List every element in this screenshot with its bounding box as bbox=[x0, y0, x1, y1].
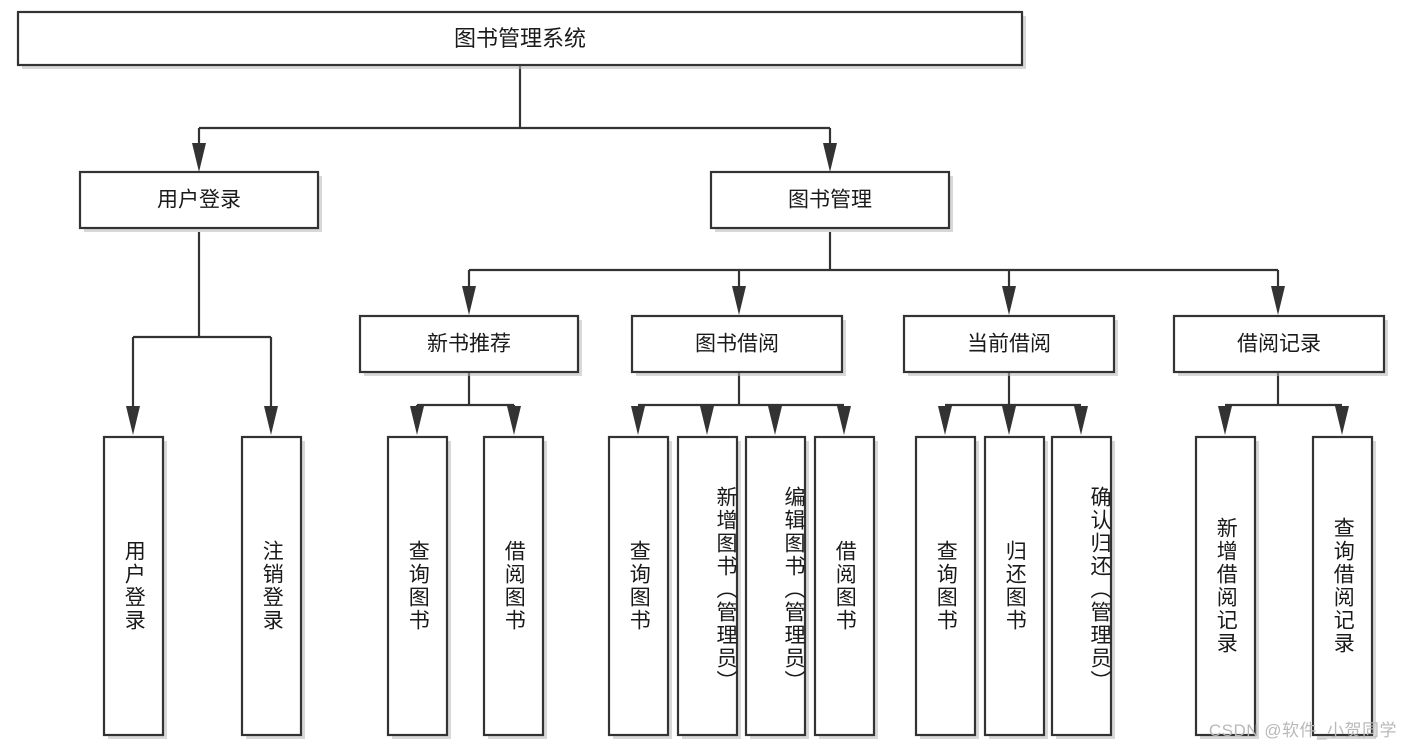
leaf-label-user-logout: 注销登录 bbox=[260, 540, 284, 632]
node-root[interactable]: 图书管理系统 bbox=[16, 10, 1026, 69]
leaf-current-query-1[interactable] bbox=[914, 435, 979, 739]
node-book-manage-box[interactable] bbox=[709, 170, 951, 230]
leaf-user-login-1-box[interactable] bbox=[102, 435, 165, 737]
arrowhead-newrec-leaf-2 bbox=[507, 406, 521, 435]
arrowhead-borrow-leaf-2 bbox=[700, 406, 714, 435]
connector-group-book-borrow bbox=[631, 372, 851, 435]
leaf-current-return-2-box[interactable] bbox=[983, 435, 1046, 737]
node-new-book-rec-label: 新书推荐 bbox=[427, 333, 511, 356]
leaf-record-query-2-box[interactable] bbox=[1311, 435, 1374, 737]
leaf-current-confirm-3[interactable] bbox=[1050, 435, 1115, 739]
leaf-label-borrow-edit-book-admin: 编辑图书（管理员） bbox=[782, 485, 805, 693]
node-borrow-record-box[interactable] bbox=[1172, 314, 1386, 374]
node-new-book-rec[interactable]: 新书推荐 bbox=[358, 314, 582, 376]
node-book-borrow-label: 图书借阅 bbox=[695, 333, 779, 356]
arrowhead-user-leaf-1 bbox=[126, 406, 140, 435]
arrowhead-user-leaf-2 bbox=[264, 406, 278, 435]
node-root-label: 图书管理系统 bbox=[454, 26, 586, 51]
node-book-manage[interactable]: 图书管理 bbox=[709, 170, 953, 232]
leaf-label-record-add: 新增借阅记录 bbox=[1214, 517, 1238, 655]
connector-group-current-borrow bbox=[938, 372, 1088, 435]
arrowhead-borrow-leaf-1 bbox=[631, 406, 645, 435]
connector-group-root bbox=[192, 65, 837, 172]
arrowhead-to-current-borrow bbox=[1002, 286, 1016, 315]
leaf-user-logout-2-box[interactable] bbox=[240, 435, 303, 737]
node-current-borrow[interactable]: 当前借阅 bbox=[902, 314, 1118, 376]
leaf-borrow-add-2-box[interactable] bbox=[676, 435, 739, 737]
leaf-label-newrec-borrow-book: 借阅图书 bbox=[502, 540, 526, 632]
arrowhead-record-leaf-2 bbox=[1335, 406, 1349, 435]
leaf-label-user-login: 用户登录 bbox=[122, 540, 146, 632]
arrowhead-current-leaf-1 bbox=[938, 406, 952, 435]
leaf-record-query-2[interactable] bbox=[1311, 435, 1376, 739]
arrowhead-borrow-leaf-3 bbox=[768, 406, 782, 435]
arrowhead-to-borrow-record bbox=[1271, 286, 1285, 315]
arrowhead-borrow-leaf-4 bbox=[837, 406, 851, 435]
node-user-login-label: 用户登录 bbox=[157, 189, 241, 212]
node-borrow-record[interactable]: 借阅记录 bbox=[1172, 314, 1388, 376]
arrowhead-to-book-borrow bbox=[732, 286, 746, 315]
leaf-user-login-1[interactable] bbox=[102, 435, 167, 739]
leaf-borrow-query-1[interactable] bbox=[607, 435, 672, 739]
connector-group-borrow-record bbox=[1218, 372, 1349, 435]
leaf-current-query-1-box[interactable] bbox=[914, 435, 977, 737]
arrowhead-current-leaf-2 bbox=[1002, 406, 1016, 435]
leaf-current-return-2[interactable] bbox=[983, 435, 1048, 739]
node-root-box[interactable] bbox=[16, 10, 1024, 67]
node-borrow-record-label: 借阅记录 bbox=[1237, 333, 1321, 356]
leaf-user-logout-2[interactable] bbox=[240, 435, 305, 739]
leaf-newrec-query-1-box[interactable] bbox=[386, 435, 449, 737]
leaf-newrec-borrow-2-box[interactable] bbox=[482, 435, 545, 737]
node-book-borrow[interactable]: 图书借阅 bbox=[630, 314, 846, 376]
leaf-newrec-borrow-2[interactable] bbox=[482, 435, 547, 739]
node-book-borrow-box[interactable] bbox=[630, 314, 844, 374]
leaf-borrow-edit-3[interactable] bbox=[744, 435, 809, 739]
arrowhead-newrec-leaf-1 bbox=[410, 406, 424, 435]
arrowhead-to-new-book-rec bbox=[462, 286, 476, 315]
leaf-record-add-1-box[interactable] bbox=[1194, 435, 1257, 737]
watermark-text: CSDN @软件_小贺同学 bbox=[1208, 721, 1397, 740]
leaf-borrow-lend-4[interactable] bbox=[813, 435, 878, 739]
node-new-book-rec-box[interactable] bbox=[358, 314, 580, 374]
leaf-newrec-query-1[interactable] bbox=[386, 435, 451, 739]
leaf-borrow-query-1-box[interactable] bbox=[607, 435, 670, 737]
leaf-borrow-add-2[interactable] bbox=[676, 435, 741, 739]
node-user-login[interactable]: 用户登录 bbox=[78, 170, 322, 232]
leaf-label-borrow-lend-book: 借阅图书 bbox=[833, 540, 857, 632]
leaf-label-borrow-query-book: 查询图书 bbox=[627, 540, 651, 632]
arrowhead-to-book-manage bbox=[823, 143, 837, 172]
connector-group-new-book-rec bbox=[410, 372, 521, 435]
node-current-borrow-label: 当前借阅 bbox=[967, 333, 1051, 356]
leaf-current-confirm-3-box[interactable] bbox=[1050, 435, 1113, 737]
arrowhead-record-leaf-1 bbox=[1218, 406, 1232, 435]
node-user-login-box[interactable] bbox=[78, 170, 320, 230]
leaf-label-current-return-book: 归还图书 bbox=[1003, 540, 1027, 632]
leaf-label-current-confirm-return-admin: 确认归还（管理员） bbox=[1088, 485, 1111, 693]
node-book-manage-label: 图书管理 bbox=[788, 189, 872, 212]
leaf-borrow-edit-3-box[interactable] bbox=[744, 435, 807, 737]
node-current-borrow-box[interactable] bbox=[902, 314, 1116, 374]
leaf-label-record-query: 查询借阅记录 bbox=[1331, 517, 1355, 655]
connector-group-user-login bbox=[126, 232, 278, 435]
connector-group-book-manage bbox=[462, 232, 1285, 315]
leaf-record-add-1[interactable] bbox=[1194, 435, 1259, 739]
arrowhead-to-user-login bbox=[192, 143, 206, 172]
leaf-label-current-query-book: 查询图书 bbox=[934, 540, 958, 632]
leaf-label-newrec-query-book: 查询图书 bbox=[406, 540, 430, 632]
leaf-label-borrow-add-book-admin: 新增图书（管理员） bbox=[714, 485, 737, 693]
arrowhead-current-leaf-3 bbox=[1074, 406, 1088, 435]
leaf-borrow-lend-4-box[interactable] bbox=[813, 435, 876, 737]
